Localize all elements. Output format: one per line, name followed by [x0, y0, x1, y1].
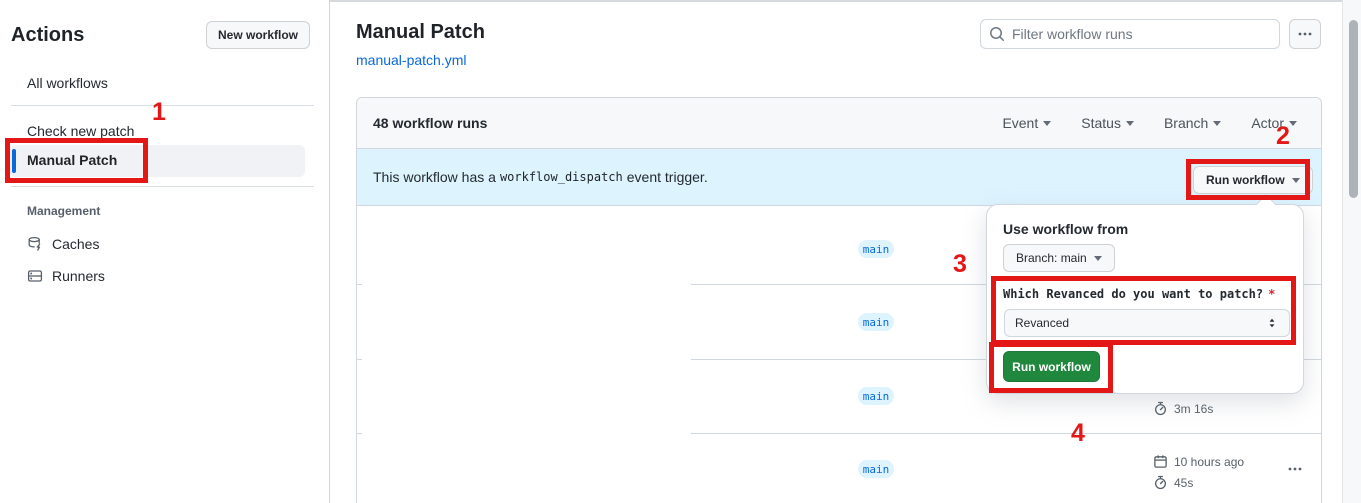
branch-badge[interactable]: main: [858, 460, 894, 478]
page-title: Manual Patch: [356, 21, 485, 43]
filter-status[interactable]: Status: [1081, 115, 1134, 131]
run-workflow-submit-button[interactable]: Run workflow: [1003, 351, 1100, 382]
filter-runs-search[interactable]: [980, 19, 1280, 49]
kebab-icon: [1298, 32, 1312, 36]
sidebar-item-label: Runners: [52, 268, 105, 284]
sidebar-item-all-workflows[interactable]: All workflows: [27, 75, 108, 91]
workflow-input-label: Which Revanced do you want to patch? *: [1003, 287, 1275, 301]
branch-badge[interactable]: main: [858, 240, 894, 258]
kebab-icon: [1288, 467, 1302, 471]
filter-label: Status: [1081, 115, 1121, 131]
banner-code: workflow_dispatch: [499, 170, 623, 184]
runs-filters: Event Status Branch Actor: [1002, 115, 1297, 131]
selected-indicator: [12, 149, 16, 173]
search-icon: [990, 27, 1004, 41]
workflow-file-link[interactable]: manual-patch.yml: [356, 52, 467, 68]
row-divider: [357, 359, 362, 360]
filter-actor[interactable]: Actor: [1251, 115, 1297, 131]
row-divider: [357, 284, 362, 285]
scrollbar-track[interactable]: [1342, 0, 1361, 503]
banner-text-after: event trigger.: [626, 169, 708, 185]
chevron-down-icon: [1291, 177, 1300, 183]
filter-branch[interactable]: Branch: [1163, 115, 1222, 131]
scrollbar-thumb[interactable]: [1349, 20, 1358, 198]
label-text: Which Revanced do you want to patch?: [1003, 287, 1264, 301]
run-workflow-popup: Use workflow from Branch: main Which Rev…: [986, 194, 1304, 394]
select-updown-icon: [1269, 318, 1275, 328]
workflow-dispatch-banner: This workflow has a workflow_dispatch ev…: [357, 149, 1321, 206]
branch-badge[interactable]: main: [858, 387, 894, 405]
actions-sidebar: Actions New workflow All workflows Check…: [0, 0, 330, 503]
filter-label: Branch: [1163, 115, 1209, 131]
server-icon: [27, 270, 43, 282]
cache-icon: [28, 236, 41, 251]
duration-text: 45s: [1174, 475, 1194, 490]
filter-event[interactable]: Event: [1002, 115, 1052, 131]
run-time: 10 hours ago: [1153, 454, 1244, 469]
duration-text: 3m 16s: [1174, 401, 1214, 416]
stopwatch-icon: [1154, 475, 1167, 490]
calendar-icon: [1154, 455, 1167, 468]
run-duration: 45s: [1153, 475, 1193, 490]
select-value: Revanced: [1015, 316, 1070, 330]
sidebar-divider: [11, 186, 314, 187]
time-text: 10 hours ago: [1174, 454, 1245, 469]
row-divider: [691, 433, 1321, 434]
sidebar-item-runners[interactable]: Runners: [27, 268, 105, 284]
button-label: Branch: main: [1016, 251, 1087, 265]
sidebar-item-label: Manual Patch: [27, 152, 118, 168]
popup-title: Use workflow from: [1003, 221, 1129, 237]
run-workflow-dropdown-button[interactable]: Run workflow: [1193, 166, 1313, 194]
row-divider: [357, 433, 362, 434]
chevron-down-icon: [1093, 255, 1102, 261]
button-label: Run workflow: [1206, 173, 1285, 187]
banner-text-before: This workflow has a: [373, 169, 496, 185]
runs-table-header: 48 workflow runs Event Status Branch Act…: [357, 98, 1321, 149]
stopwatch-icon: [1154, 401, 1167, 416]
run-duration: 3m 16s: [1153, 401, 1213, 416]
branch-select-button[interactable]: Branch: main: [1003, 244, 1115, 272]
branch-badge[interactable]: main: [858, 313, 894, 331]
filter-label: Actor: [1251, 115, 1284, 131]
chevron-down-icon: [1213, 120, 1222, 126]
chevron-down-icon: [1043, 120, 1052, 126]
chevron-down-icon: [1289, 120, 1297, 126]
sidebar-divider: [11, 105, 314, 106]
chevron-down-icon: [1125, 120, 1134, 126]
run-options-button[interactable]: [1282, 457, 1308, 481]
sidebar-item-caches[interactable]: Caches: [27, 236, 99, 252]
management-section-header: Management: [27, 204, 101, 218]
sidebar-title: Actions: [11, 24, 85, 46]
sidebar-item-check-new-patch[interactable]: Check new patch: [27, 123, 135, 139]
workflow-options-button[interactable]: [1289, 19, 1321, 49]
search-input[interactable]: [1012, 26, 1271, 42]
required-marker: *: [1268, 287, 1276, 301]
sidebar-item-label: Caches: [52, 236, 100, 252]
sidebar-item-manual-patch[interactable]: Manual Patch: [10, 145, 305, 177]
new-workflow-button[interactable]: New workflow: [206, 21, 311, 49]
runs-count: 48 workflow runs: [373, 115, 488, 131]
revanced-select[interactable]: Revanced: [1004, 309, 1290, 337]
top-border-line: [0, 0, 1361, 2]
filter-label: Event: [1002, 115, 1039, 131]
